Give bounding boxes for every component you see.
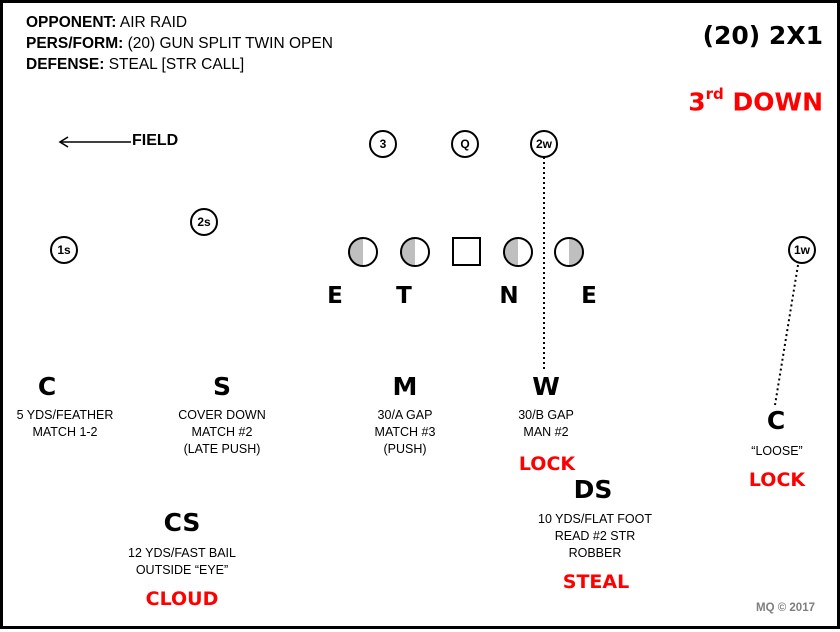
route-lines (543, 157, 799, 406)
personnel-label: PERS/FORM: (26, 35, 124, 52)
defense-value: STEAL [STR CALL] (108, 56, 245, 73)
left-tackle-shaded (348, 237, 378, 267)
field-label: FIELD (132, 132, 179, 149)
receiver-3-circle: 3 (369, 130, 397, 158)
opponent-label: OPPONENT: (26, 14, 117, 31)
corner-right-letter: C (764, 406, 788, 435)
right-tackle-shaded (554, 237, 584, 267)
corner-left-note: 5 YDS/FEATHER MATCH 1-2 (16, 408, 114, 439)
left-guard-shaded (400, 237, 430, 267)
down-word: DOWN (732, 87, 823, 117)
front-n: N (499, 283, 519, 309)
receiver-2w-circle: 2w (530, 130, 558, 158)
defense-label: DEFENSE: (26, 56, 105, 73)
m-note: 30/A GAP MATCH #3 (PUSH) (374, 408, 436, 456)
defense-line: DEFENSE: STEAL [STR CALL] (26, 54, 244, 75)
front-t: T (396, 283, 412, 309)
cs-call: CLOUD (145, 588, 219, 610)
receiver-1w-circle: 1w (788, 236, 816, 264)
front-e-right: E (581, 283, 597, 309)
ds-letter: DS (573, 475, 613, 504)
corner-right-note: “LOOSE” (751, 444, 803, 458)
right-guard-shaded (503, 237, 533, 267)
down-indicator: 3rd DOWN (688, 85, 823, 117)
front-e-left: E (327, 283, 343, 309)
m-letter: M (392, 372, 418, 401)
opponent-value: AIR RAID (119, 14, 188, 31)
personnel-value: (20) GUN SPLIT TWIN OPEN (127, 35, 333, 52)
w-note: 30/B GAP MAN #2 (518, 408, 574, 439)
s-note: COVER DOWN MATCH #2 (LATE PUSH) (178, 408, 266, 456)
ds-call: STEAL (562, 571, 630, 593)
receiver-2s-circle: 2s (190, 208, 218, 236)
center-square (452, 237, 481, 266)
s-letter: S (212, 372, 232, 401)
corner-right-call: LOCK (748, 469, 806, 491)
personnel-line: PERS/FORM: (20) GUN SPLIT TWIN OPEN (26, 33, 333, 54)
down-number: 3 (688, 87, 706, 117)
opponent-line: OPPONENT: AIR RAID (26, 12, 187, 33)
formation-title: (20) 2X1 (702, 21, 823, 50)
quarterback-circle: Q (451, 130, 479, 158)
ds-note: 10 YDS/FLAT FOOT READ #2 STR ROBBER (538, 512, 652, 560)
receiver-1s-circle: 1s (50, 236, 78, 264)
cs-note: 12 YDS/FAST BAIL OUTSIDE “EYE” (128, 546, 236, 577)
field-arrow (58, 136, 131, 148)
corner-left-letter: C (37, 372, 57, 401)
cs-letter: CS (163, 508, 201, 537)
c-to-1w-route (774, 264, 799, 406)
w-letter: W (530, 372, 562, 401)
down-suffix: rd (705, 85, 724, 103)
w-call: LOCK (518, 453, 576, 475)
copyright-text: MQ © 2017 (756, 602, 815, 614)
